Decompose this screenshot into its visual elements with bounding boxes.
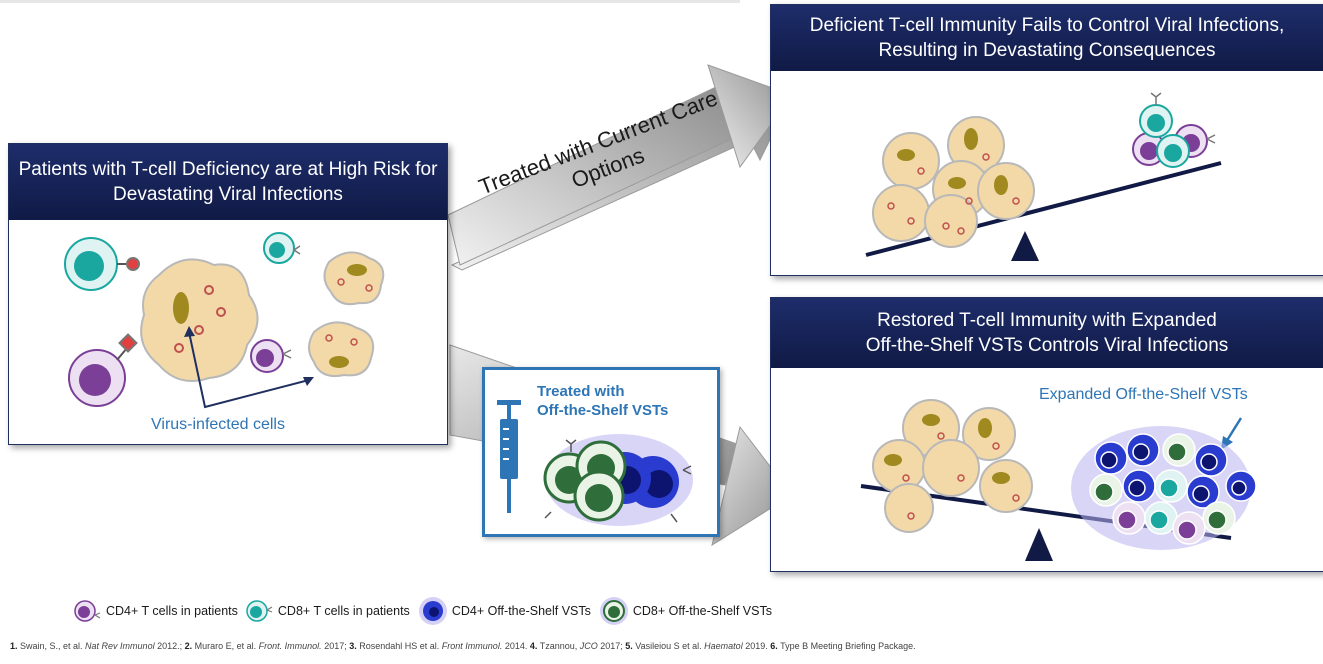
- top-right-panel-header: Deficient T-cell Immunity Fails to Contr…: [771, 5, 1323, 71]
- treated-vst-box: Treated with Off-the-Shelf VSTs: [482, 367, 720, 537]
- infected-cell-cluster: [872, 399, 1033, 533]
- ref-text: Vasileiou S et al.: [632, 641, 705, 651]
- ref-text: Muraro E, et al.: [192, 641, 259, 651]
- virus-infected-caption: Virus-infected cells: [151, 416, 285, 433]
- cluster-nuclei: [884, 414, 1010, 484]
- bottom-right-panel-header: Restored T-cell Immunity with Expanded O…: [771, 298, 1323, 368]
- ref-text: Swain, S., et al.: [17, 641, 86, 651]
- bottom-right-panel-body: Expanded Off-the-Shelf VSTs: [771, 368, 1323, 571]
- ref-journal: Front. Immunol.: [258, 641, 322, 651]
- ref-text: 2017;: [597, 641, 626, 651]
- seesaw-fulcrum: [1011, 231, 1039, 261]
- ref-journal: Front Immunol.: [441, 641, 503, 651]
- ref-text: Tzannou,: [537, 641, 580, 651]
- cd4-patient-cell-icon: [74, 600, 101, 622]
- ref-text: 2017;: [321, 641, 350, 651]
- cd8-vst-cell-icon: [599, 597, 628, 625]
- ref-num: 4.: [529, 641, 538, 651]
- ref-journal: JCO: [579, 641, 598, 651]
- top-divider: [0, 0, 740, 3]
- ref-num: 6.: [770, 641, 778, 651]
- top-right-panel-body: [771, 71, 1323, 275]
- expanded-vsts-annotation: Expanded Off-the-Shelf VSTs: [1039, 386, 1248, 403]
- seesaw-restored-illustration: [860, 399, 1257, 561]
- treated-vst-text: Treated with Off-the-Shelf VSTs: [537, 382, 668, 420]
- syringe-icon: [497, 400, 521, 513]
- legend-item-cd4-vst: CD4+ Off-the-Shelf VSTs: [418, 596, 591, 626]
- ref-text: 2012.;: [154, 641, 185, 651]
- legend-label: CD4+ Off-the-Shelf VSTs: [451, 604, 591, 618]
- ref-text: Type B Meeting Briefing Package.: [777, 641, 916, 651]
- infected-cell-top: [323, 251, 385, 306]
- cluster-virions: [887, 153, 1020, 235]
- cd4-t-cell: [68, 333, 138, 407]
- top-right-title-line1: Deficient T-cell Immunity Fails to Contr…: [809, 15, 1285, 36]
- ref-journal: Haematol: [704, 641, 743, 651]
- bottom-right-title-line2: Off-the-Shelf VSTs Controls Viral Infect…: [865, 335, 1229, 356]
- top-right-title-line2: Resulting in Devastating Consequences: [878, 40, 1216, 61]
- left-panel-header: Patients with T-cell Deficiency are at H…: [9, 144, 447, 220]
- cd4-t-cell-small: [250, 339, 292, 373]
- top-right-panel: Deficient T-cell Immunity Fails to Contr…: [770, 4, 1323, 276]
- treated-vst-line2: Off-the-Shelf VSTs: [537, 402, 669, 419]
- ref-num: 3.: [349, 641, 357, 651]
- cd8-t-cell-small: [263, 232, 301, 264]
- cd8-patient-cell-icon: [246, 600, 273, 622]
- ref-text: 2019.: [742, 641, 771, 651]
- infected-cell-right: [308, 321, 375, 378]
- vst-cluster: [1071, 426, 1257, 550]
- cluster-virions: [902, 432, 1020, 520]
- legend-item-cd8-patient: CD8+ T cells in patients: [246, 598, 410, 624]
- legend-item-cd8-vst: CD8+ Off-the-Shelf VSTs: [599, 596, 772, 626]
- left-panel-illustration: [64, 232, 385, 409]
- seesaw-deficient-illustration: [865, 92, 1222, 261]
- left-panel-title: Patients with T-cell Deficiency are at H…: [18, 159, 438, 205]
- legend: CD4+ T cells in patients CD8+ T cells in…: [74, 596, 780, 626]
- vst-cells-illustration: [543, 434, 693, 526]
- annotation-arrow: [1224, 417, 1243, 443]
- bottom-right-panel: Restored T-cell Immunity with Expanded O…: [770, 297, 1323, 572]
- ref-num: 2.: [184, 641, 193, 651]
- seesaw-fulcrum: [1025, 528, 1053, 561]
- few-t-cells: [1132, 92, 1216, 168]
- treated-vst-line1: Treated with: [537, 383, 625, 400]
- ref-journal: Nat Rev Immunol: [85, 641, 155, 651]
- infected-cell-large: [140, 258, 259, 382]
- left-panel: Patients with T-cell Deficiency are at H…: [8, 143, 448, 445]
- cluster-nuclei: [897, 128, 1008, 195]
- references: 1. Swain, S., et al. Nat Rev Immunol 201…: [10, 641, 1310, 652]
- cd4-vst-cell-icon: [418, 597, 447, 625]
- ref-num: 1.: [10, 641, 18, 651]
- cd8-t-cell: [64, 237, 140, 291]
- bottom-right-title-line1: Restored T-cell Immunity with Expanded: [877, 310, 1217, 331]
- legend-label: CD4+ T cells in patients: [106, 604, 238, 618]
- lower-arrow-head: [711, 425, 793, 547]
- legend-label: CD8+ Off-the-Shelf VSTs: [632, 604, 772, 618]
- ref-text: Rosendahl HS et al.: [356, 641, 442, 651]
- legend-label: CD8+ T cells in patients: [277, 604, 410, 618]
- caption-pointer: [184, 326, 314, 409]
- ref-text: 2014.: [502, 641, 530, 651]
- legend-item-cd4-patient: CD4+ T cells in patients: [74, 598, 238, 624]
- ref-num: 5.: [625, 641, 633, 651]
- left-panel-body: Virus-infected cells: [9, 220, 447, 444]
- seesaw-beam: [865, 161, 1222, 257]
